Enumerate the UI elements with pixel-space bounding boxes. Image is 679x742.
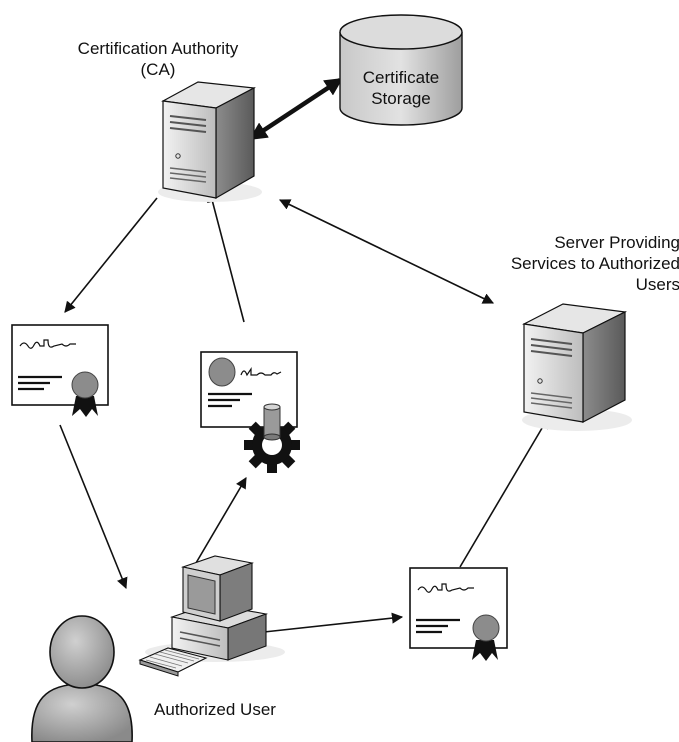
- server-label-line2: Services to Authorized: [510, 254, 679, 273]
- arrow-ca-to-certificate: [64, 197, 158, 313]
- server-icon: [158, 81, 262, 202]
- connectors: [59, 78, 549, 633]
- certificate-icon: [11, 324, 109, 417]
- arrow-user-to-request: [195, 477, 247, 564]
- ca-label: Certification Authority (CA): [58, 38, 258, 80]
- server-label-line1: Server Providing: [554, 233, 679, 252]
- ca-label-line1: Certification Authority: [77, 39, 239, 58]
- server-label-line3: Users: [635, 275, 679, 294]
- database-icon: [339, 14, 463, 126]
- arrow-request-to-ca: [207, 190, 245, 323]
- storage-label-line1: Certificate: [362, 68, 440, 87]
- workstation-icon: [138, 555, 285, 677]
- arrow-certificate-to-server: [459, 417, 549, 568]
- storage-label-line2: Storage: [371, 89, 431, 108]
- gear-icon: [244, 403, 300, 473]
- server-icon: [522, 303, 632, 431]
- storage-label: Certificate Storage: [346, 67, 456, 109]
- server-label: Server Providing Services to Authorized …: [470, 232, 679, 295]
- arrow-user-to-certificate: [263, 612, 404, 633]
- arrow-ca-server: [278, 199, 495, 304]
- arrow-certificate-to-user: [59, 424, 128, 590]
- certificate-request-icon: [200, 351, 298, 428]
- arrow-ca-storage: [248, 78, 344, 140]
- ca-label-line2: (CA): [140, 60, 176, 79]
- user-label: Authorized User: [154, 700, 276, 719]
- user-icon: [31, 615, 133, 742]
- certificate-icon: [409, 567, 508, 661]
